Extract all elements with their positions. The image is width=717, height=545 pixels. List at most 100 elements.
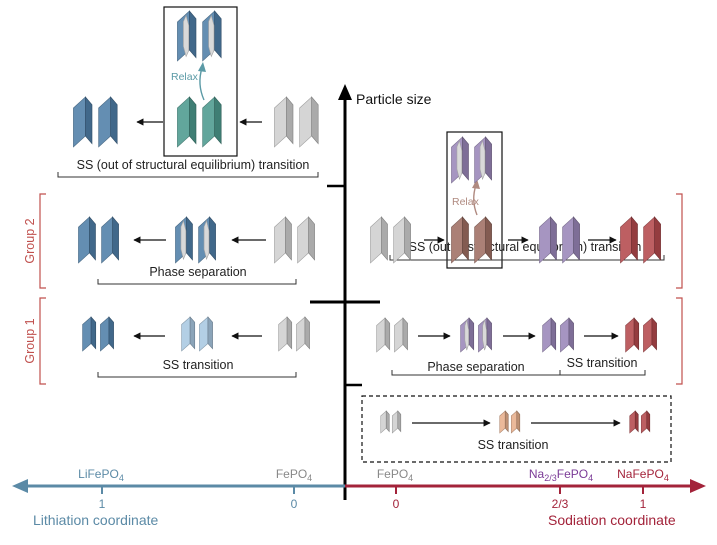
crystal-particle bbox=[370, 216, 388, 264]
crystal-particle bbox=[297, 216, 315, 264]
crystal-particle bbox=[175, 216, 193, 264]
crystal-front-face bbox=[73, 96, 86, 148]
na-start-label: FePO4 bbox=[377, 467, 413, 483]
crystal-front-face bbox=[562, 216, 574, 264]
crystal-particle bbox=[629, 410, 639, 434]
crystal-side-face bbox=[404, 216, 411, 261]
crystal-particle bbox=[296, 316, 310, 352]
crystal-particle bbox=[640, 410, 651, 434]
crystal-front-face bbox=[451, 216, 463, 264]
na-g1-ss-range-bracket bbox=[559, 370, 646, 376]
group2-label: Group 2 bbox=[23, 218, 37, 263]
crystal-front-face bbox=[499, 410, 506, 434]
crystal-side-face bbox=[485, 136, 492, 181]
crystal-side-face bbox=[112, 216, 119, 261]
crystal-particle bbox=[376, 317, 391, 353]
crystal-front-face bbox=[560, 317, 570, 353]
lithiation-arrowhead bbox=[12, 479, 28, 493]
crystal-particle bbox=[202, 96, 222, 148]
crystal-front-face bbox=[393, 216, 405, 264]
li-tick-1-label: 1 bbox=[99, 497, 106, 511]
crystal-particle bbox=[181, 316, 196, 352]
sodiation-arrowhead bbox=[690, 479, 706, 493]
na-tick-0-label: 0 bbox=[393, 497, 400, 511]
crystal-particle bbox=[278, 316, 293, 352]
particle-size-arrowhead bbox=[338, 84, 352, 100]
crystal-front-face bbox=[82, 316, 92, 352]
li-relax-label: Relax bbox=[171, 71, 199, 83]
crystal-front-face bbox=[100, 316, 110, 352]
crystal-side-face bbox=[651, 317, 657, 351]
crystal-side-face bbox=[550, 216, 557, 261]
particle-size-label: Particle size bbox=[356, 91, 432, 107]
crystal-front-face bbox=[297, 216, 309, 264]
group2-bracket-right bbox=[676, 193, 683, 289]
crystal-side-face bbox=[397, 410, 402, 433]
crystal-particle bbox=[82, 316, 97, 352]
crystal-side-face bbox=[85, 96, 93, 145]
crystal-core bbox=[203, 219, 210, 261]
crystal-front-face bbox=[510, 410, 518, 434]
crystal-layer bbox=[73, 10, 661, 434]
crystal-particle bbox=[562, 216, 580, 264]
na-tick-23-label: 2/3 bbox=[552, 497, 569, 511]
group1-bracket-right bbox=[676, 297, 683, 385]
crystal-side-face bbox=[568, 317, 574, 351]
crystal-particle bbox=[625, 317, 640, 353]
crystal-core bbox=[180, 219, 187, 261]
crystal-particle bbox=[451, 136, 469, 184]
crystal-front-face bbox=[643, 216, 655, 264]
crystal-front-face bbox=[620, 216, 632, 264]
na-small-ss-label: SS transition bbox=[478, 438, 549, 452]
crystal-side-face bbox=[189, 10, 197, 59]
crystal-side-face bbox=[654, 216, 661, 261]
crystal-particle bbox=[542, 317, 557, 353]
crystal-side-face bbox=[108, 316, 114, 350]
crystal-side-face bbox=[311, 96, 319, 145]
crystal-side-face bbox=[189, 316, 196, 350]
crystal-side-face bbox=[285, 216, 292, 261]
li-g1-ss-label: SS transition bbox=[163, 358, 234, 372]
crystal-side-face bbox=[89, 216, 96, 261]
crystal-particle bbox=[98, 96, 118, 148]
crystal-front-face bbox=[78, 216, 90, 264]
crystal-particle bbox=[299, 96, 319, 148]
crystal-particle bbox=[274, 96, 294, 148]
crystal-side-face bbox=[304, 316, 310, 350]
crystal-front-face bbox=[98, 96, 111, 148]
crystal-front-face bbox=[370, 216, 382, 264]
crystal-side-face bbox=[110, 96, 118, 145]
crystal-side-face bbox=[486, 317, 492, 351]
crystal-particle bbox=[510, 410, 521, 434]
crystal-particle bbox=[202, 10, 222, 62]
crystal-front-face bbox=[394, 317, 404, 353]
na-relax-arrowhead bbox=[472, 179, 480, 189]
na-tick-1-label: 1 bbox=[640, 497, 647, 511]
li-g2-range-bracket bbox=[97, 279, 297, 285]
crystal-side-face bbox=[634, 410, 639, 433]
crystal-particle bbox=[177, 10, 197, 62]
crystal-front-face bbox=[177, 96, 190, 148]
crystal-side-face bbox=[186, 216, 193, 261]
na-g2-ss-label: SS (out of structural equilibrium) trans… bbox=[409, 240, 642, 254]
crystal-front-face bbox=[299, 96, 312, 148]
crystal-front-face bbox=[391, 410, 399, 434]
na-g2-range-bracket bbox=[389, 255, 665, 261]
crystal-particle bbox=[199, 316, 213, 352]
lithiation-coordinate-label: Lithiation coordinate bbox=[33, 512, 159, 528]
group2-bracket-left bbox=[39, 193, 46, 289]
crystal-particle bbox=[274, 216, 292, 264]
crystal-particle bbox=[499, 410, 509, 434]
na-relax-frame bbox=[446, 131, 503, 269]
crystal-side-face bbox=[286, 96, 294, 145]
crystal-front-face bbox=[625, 317, 635, 353]
crystal-particle bbox=[100, 316, 114, 352]
crystal-particle bbox=[394, 317, 408, 353]
crystal-side-face bbox=[468, 317, 475, 351]
crystal-front-face bbox=[542, 317, 552, 353]
crystal-particle bbox=[451, 216, 469, 264]
li-tick-0-label: 0 bbox=[291, 497, 298, 511]
crystal-particle bbox=[198, 216, 216, 264]
crystal-particle bbox=[474, 216, 492, 264]
crystal-side-face bbox=[384, 317, 391, 351]
